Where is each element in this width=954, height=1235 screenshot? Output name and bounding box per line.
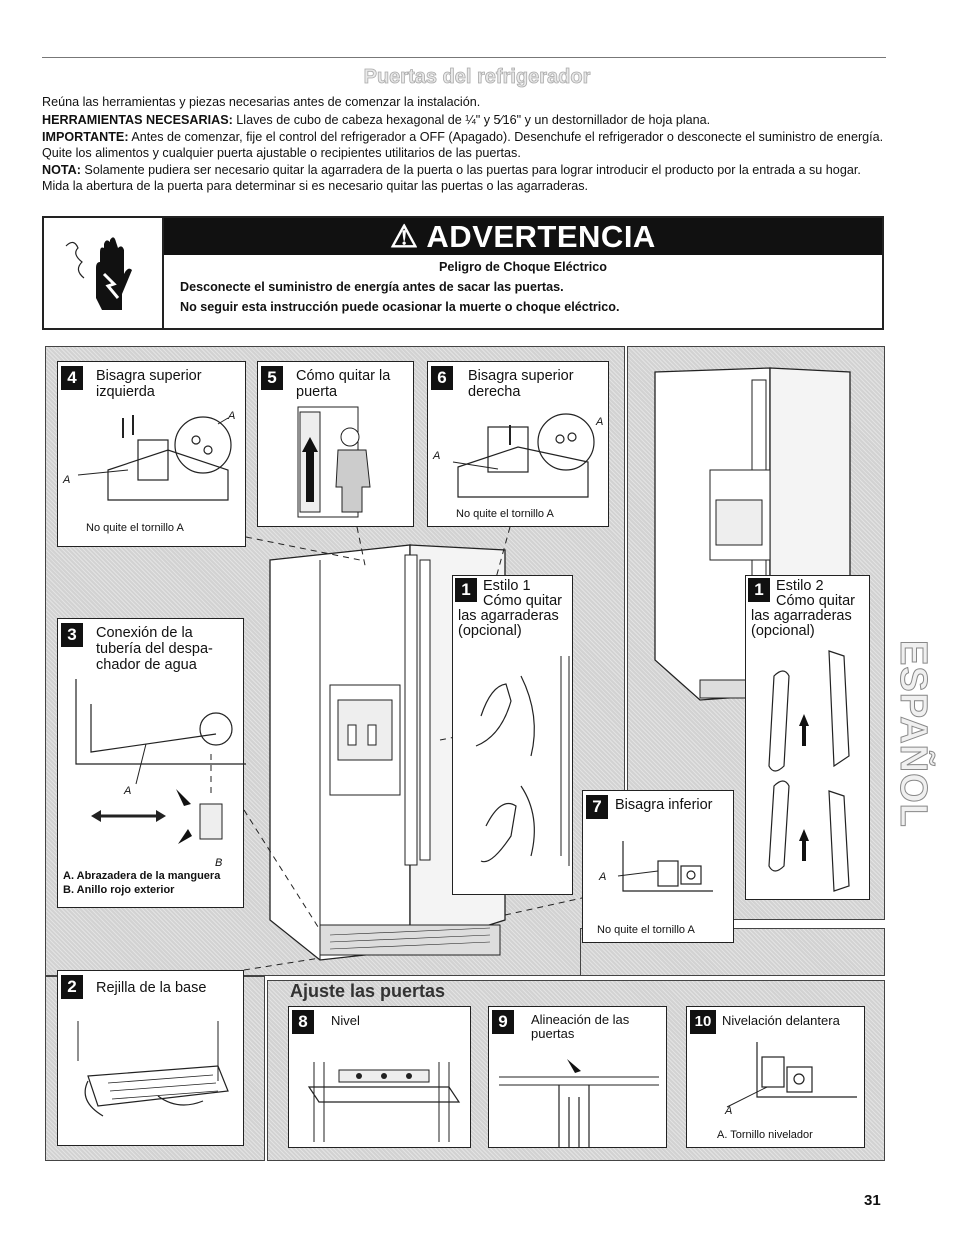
step-5-panel: 5 Cómo quitar la puerta (257, 361, 414, 527)
step-5-number: 5 (261, 366, 283, 390)
door-removal-illustration (297, 406, 371, 518)
step-10-title: Nivelación delantera (722, 1013, 840, 1028)
step-3-label-a: A (124, 785, 132, 797)
step-2-panel: 2 Rejilla de la base (57, 970, 244, 1146)
warning-body: Peligro de Choque Eléctrico Desconecte e… (164, 260, 882, 320)
intro-text: Reúna las herramientas y piezas necesari… (42, 95, 887, 196)
step-1-style-1-panel: 1 Estilo 1 Cómo quitar las agarraderas (… (452, 575, 573, 895)
step-10-label-a: A (725, 1105, 733, 1117)
note-text: Solamente pudiera ser necesario quitar l… (42, 163, 861, 193)
step-10-number: 10 (690, 1010, 716, 1034)
base-grille-illustration (77, 1021, 229, 1117)
step-4-caption: No quite el tornillo A (86, 522, 184, 534)
bottom-hinge-illustration (617, 841, 713, 892)
warning-icon-box (44, 218, 164, 328)
page-title: Puertas del refrigerador (363, 66, 591, 89)
step-1-style-2-title-2: Cómo quitar (776, 593, 855, 609)
step-3-number: 3 (61, 623, 83, 647)
step-1-style-1-title-3: las agarraderas (458, 608, 559, 624)
note-label: NOTA: (42, 163, 81, 177)
step-10-caption: A. Tornillo nivelador (717, 1129, 813, 1141)
warning-box: ⚠ ADVERTENCIA Peligro de Choque Eléctric… (42, 216, 884, 330)
step-1-style-1-title-1: Estilo 1 (483, 578, 531, 594)
step-1-style-1-number: 1 (455, 578, 477, 602)
warning-heading-text: ADVERTENCIA (426, 219, 656, 254)
step-10-panel: 10 Nivelación delantera A A. Tornillo ni… (686, 1006, 865, 1148)
step-6-panel: 6 Bisagra superior derecha A A No quite … (427, 361, 609, 527)
step-8-panel: 8 Nivel (288, 1006, 471, 1148)
handle-removal-style-1-illustration (475, 656, 570, 866)
important-label: IMPORTANTE: (42, 130, 129, 144)
step-7-label-a: A (599, 871, 607, 883)
step-9-panel: 9 Alineación de las puertas (488, 1006, 667, 1148)
important-paragraph: IMPORTANTE: Antes de comenzar, fije el c… (42, 130, 887, 161)
step-7-number: 7 (586, 795, 608, 819)
step-5-title: Cómo quitar la puerta (296, 368, 391, 400)
step-3-title: Conexión de la tubería del despa-chador … (96, 625, 213, 673)
handle-removal-style-2-illustration (768, 650, 850, 892)
tools-paragraph: HERRAMIENTAS NECESARIAS: Llaves de cubo … (42, 113, 887, 129)
warning-line-1: Peligro de Choque Eléctrico (439, 260, 607, 274)
warning-line-3: No seguir esta instrucción puede ocasion… (180, 300, 620, 314)
level-illustration (307, 1062, 461, 1142)
step-3-caption-b: B. Anillo rojo exterior (63, 884, 175, 896)
side-language-label: ESPAÑOL (892, 640, 935, 829)
step-4-title: Bisagra superior izquierda (96, 368, 202, 400)
step-1-style-2-panel: 1 Estilo 2 Cómo quitar las agarraderas (… (745, 575, 870, 900)
step-7-title: Bisagra inferior (615, 797, 713, 813)
step-9-title: Alineación de las puertas (531, 1012, 630, 1041)
tools-text: Llaves de cubo de cabeza hexagonal de ¼"… (232, 112, 711, 127)
step-4-panel: 4 Bisagra superior izquierda A A No quit… (57, 361, 246, 547)
step-9-number: 9 (492, 1010, 514, 1034)
warning-heading: ⚠ ADVERTENCIA (164, 218, 882, 255)
step-6-title: Bisagra superior derecha (468, 368, 574, 400)
page-number: 31 (864, 1192, 881, 1209)
door-alignment-illustration (499, 1059, 659, 1147)
important-text: Antes de comenzar, fije el control del r… (42, 130, 884, 160)
step-1-style-2-title-3: las agarraderas (751, 608, 852, 624)
step-4-number: 4 (61, 366, 83, 390)
step-6-label-a-right: A (596, 416, 604, 428)
step-6-caption: No quite el tornillo A (456, 508, 554, 520)
step-3-caption-a: A. Abrazadera de la manguera (63, 870, 221, 882)
step-1-style-2-title-4: (opcional) (751, 623, 815, 639)
step-4-label-a-right: A (228, 410, 236, 422)
side-language-tab: ESPAÑOL (888, 640, 938, 830)
step-7-panel: 7 Bisagra inferior A No quite el tornill… (582, 790, 734, 943)
warning-triangle-icon: ⚠ (390, 219, 419, 254)
top-left-hinge-illustration (77, 415, 232, 501)
intro-paragraph: Reúna las herramientas y piezas necesari… (42, 95, 481, 109)
top-right-hinge-illustration (452, 413, 595, 498)
step-6-number: 6 (431, 366, 453, 390)
step-3-panel: 3 Conexión de la tubería del despa-chado… (57, 618, 246, 908)
warning-line-2: Desconecte el suministro de energía ante… (180, 280, 564, 294)
adjust-doors-title: Ajuste las puertas (290, 981, 446, 1001)
top-rule (42, 57, 886, 58)
front-leveling-illustration (726, 1042, 857, 1108)
step-3-label-b: B (215, 857, 223, 869)
note-paragraph: NOTA: Solamente pudiera ser necesario qu… (42, 163, 887, 194)
step-8-number: 8 (292, 1010, 314, 1034)
step-2-number: 2 (61, 975, 83, 999)
tools-label: HERRAMIENTAS NECESARIAS: (42, 112, 233, 127)
step-1-style-1-title-2: Cómo quitar (483, 593, 562, 609)
step-1-style-1-title-4: (opcional) (458, 623, 522, 639)
step-8-title: Nivel (331, 1013, 360, 1028)
step-6-label-a-left: A (433, 450, 441, 462)
step-7-caption: No quite el tornillo A (597, 924, 695, 936)
step-1-style-2-number: 1 (748, 578, 770, 602)
electric-shock-icon (65, 237, 132, 310)
water-line-illustration (75, 679, 246, 844)
step-1-style-2-title-1: Estilo 2 (776, 578, 824, 594)
step-4-label-a-left: A (63, 474, 71, 486)
step-2-title: Rejilla de la base (96, 980, 207, 996)
